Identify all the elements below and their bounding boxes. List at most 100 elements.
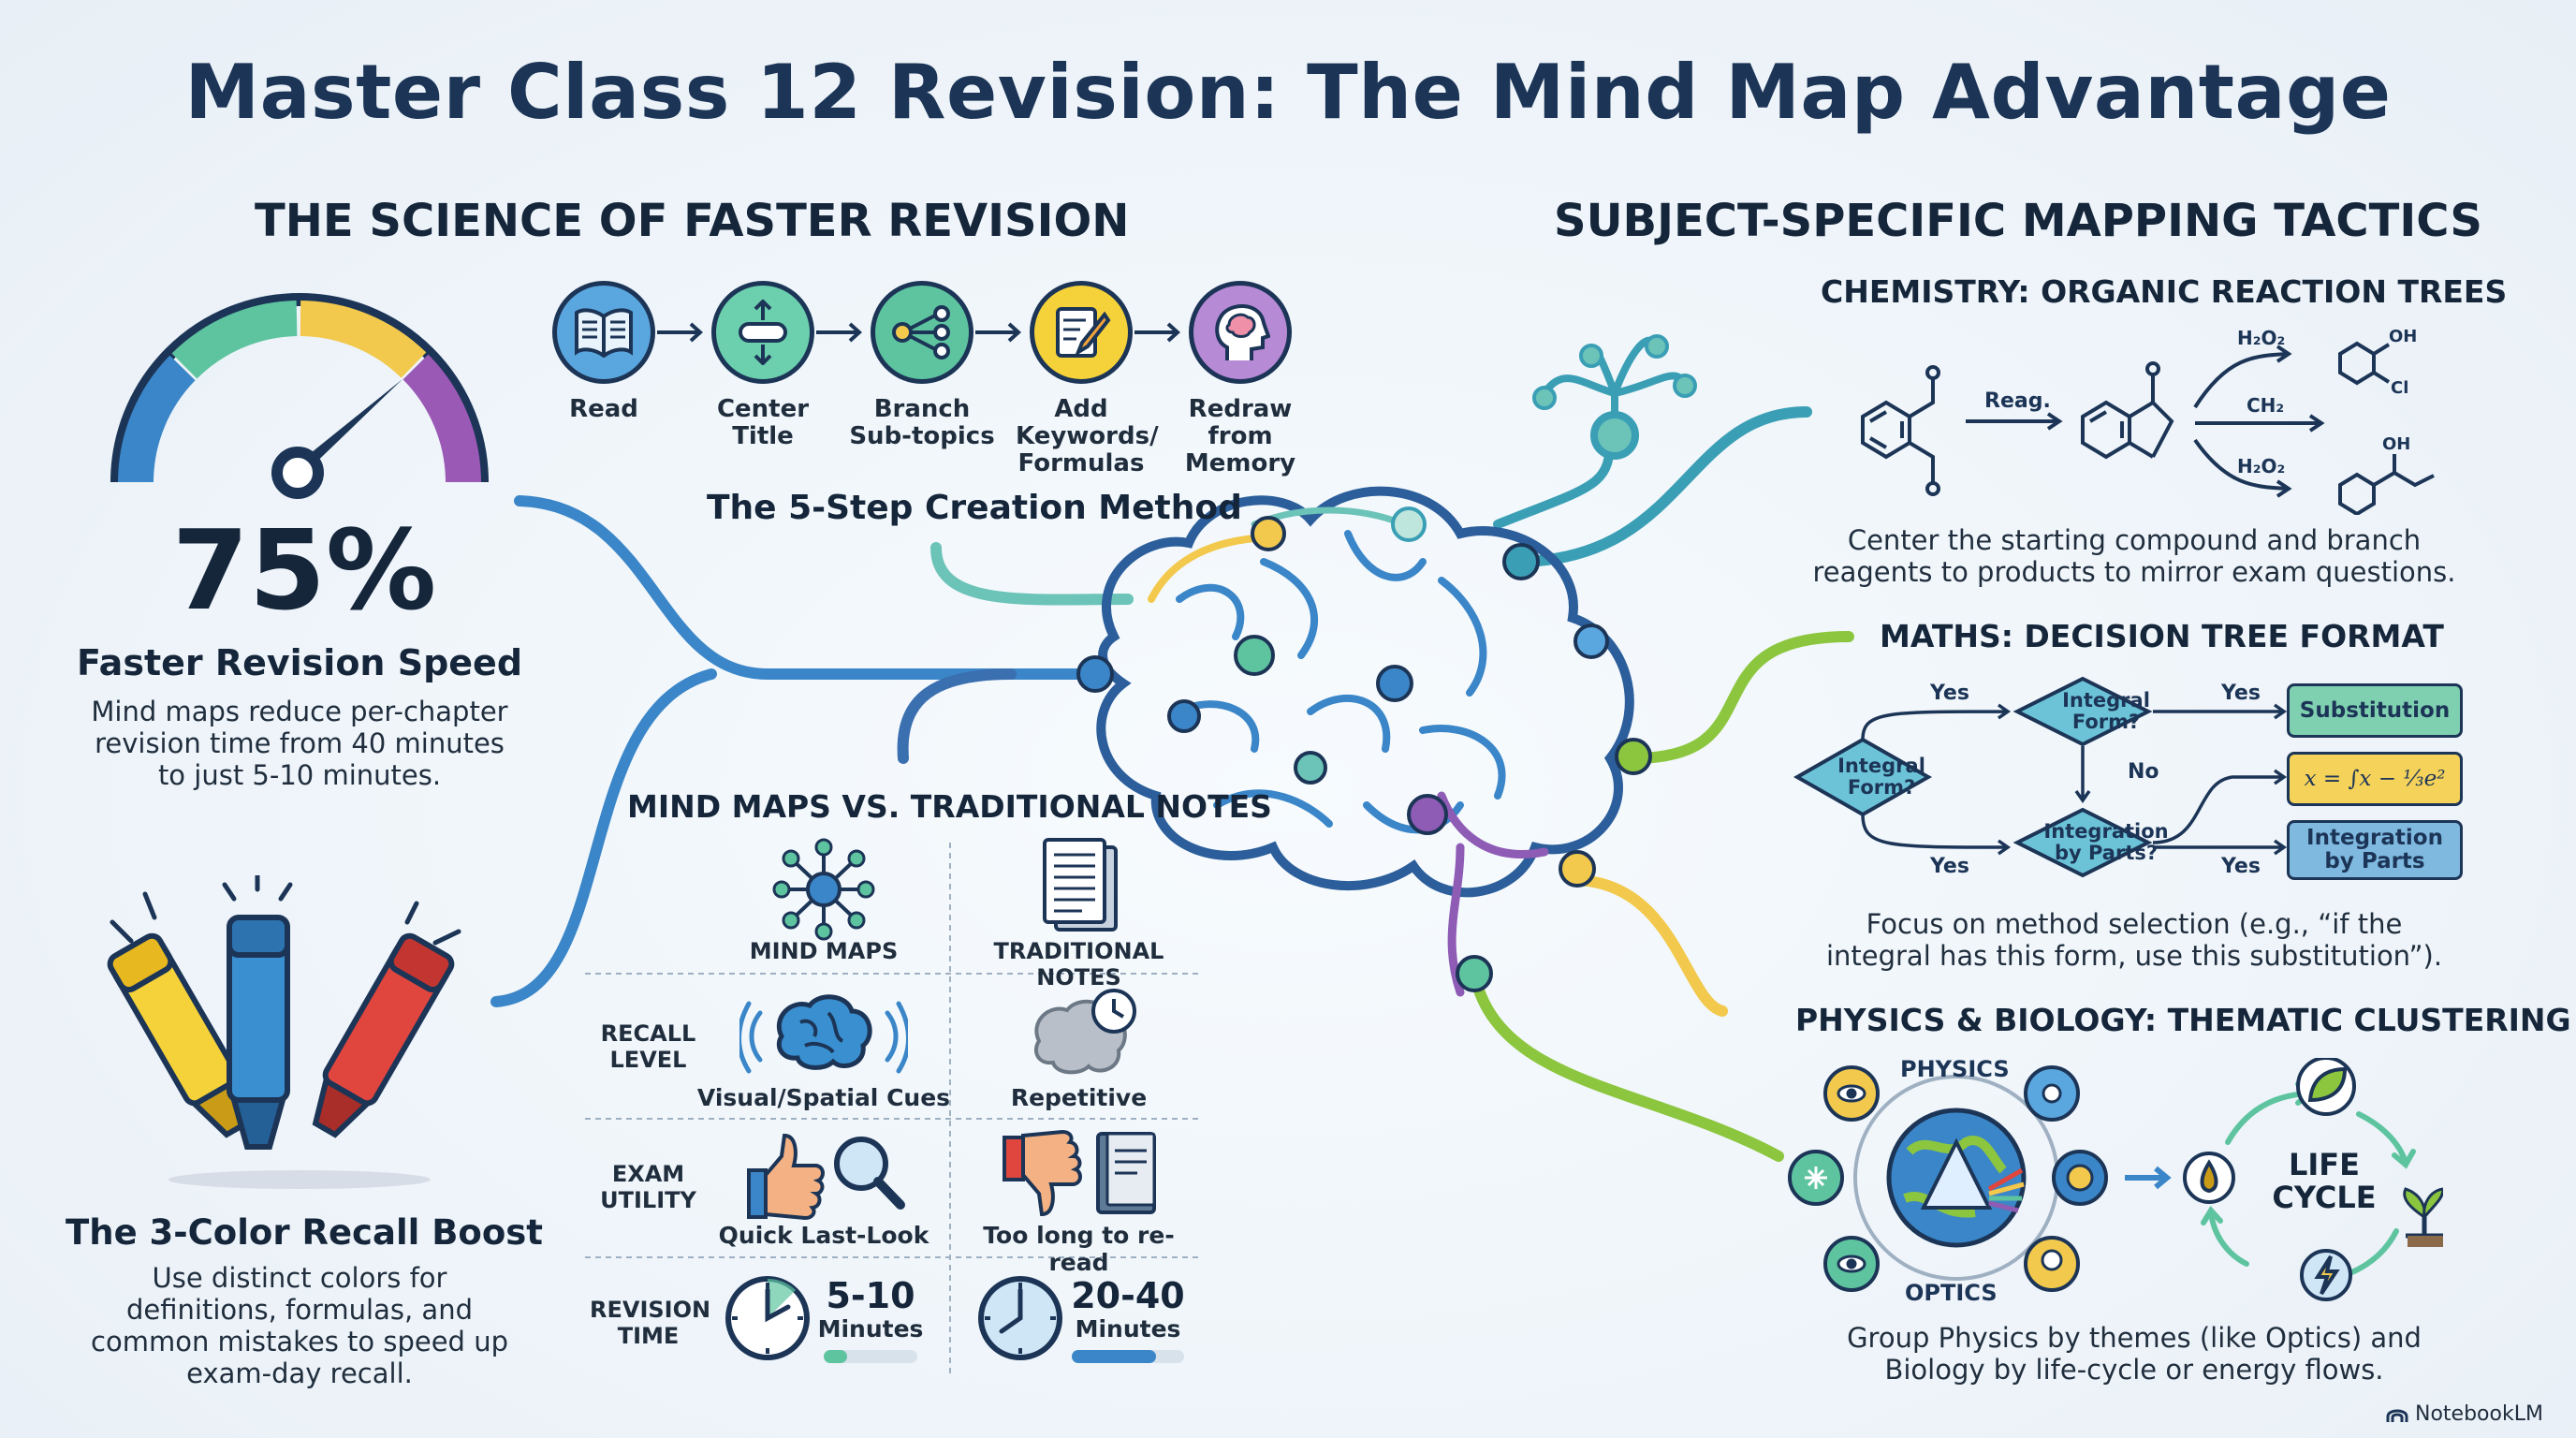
optics-label: OPTICS [1905, 1280, 1998, 1306]
maths-out-formula: x = ∫x − ⅓e² [2287, 752, 2463, 806]
step-redraw-label: Redraw from Memory [1184, 395, 1296, 477]
maths-description: Focus on method selection (e.g., “if the… [1825, 908, 2443, 972]
row-revision-time: REVISION TIME [590, 1297, 711, 1349]
connector-steps [930, 542, 1134, 606]
thumbs-up-magnifier-icon [747, 1133, 905, 1221]
step-read [552, 281, 655, 384]
mind-map-icon [772, 838, 875, 941]
edge-no: No [2128, 760, 2159, 784]
product-1-oh: OH [2389, 327, 2417, 346]
step-redraw [1189, 281, 1292, 384]
red-highlighter [312, 932, 455, 1138]
thumbs-down-book-icon [1003, 1129, 1156, 1217]
speedometer-gauge [110, 293, 489, 499]
brand-logo: NotebookLM [2385, 1402, 2543, 1426]
brain-waves-icon [739, 994, 908, 1074]
mind-clock-icon [725, 1276, 810, 1360]
edge-yes-2: Yes [2221, 682, 2261, 705]
utility-traditional: Too long to re-read [983, 1222, 1175, 1276]
connector-comparison [897, 668, 1017, 764]
connector-gauge [514, 495, 1101, 680]
notebooklm-icon [2386, 1409, 2408, 1422]
center-title-icon [739, 300, 787, 365]
chem-description: Center the starting compound and branch … [1812, 524, 2456, 588]
gauge-description: Mind maps reduce per-chapter revision ti… [91, 696, 508, 791]
row-exam-utility: EXAM UTILITY [600, 1161, 696, 1213]
maths-q2-node: Integration by Parts? [2043, 820, 2169, 864]
edge-yes-3: Yes [1930, 855, 1969, 878]
column-mind-maps: MIND MAPS [749, 938, 899, 964]
reagent-label: Reag. [1984, 389, 2051, 413]
mind-time-bar-fill [824, 1350, 847, 1363]
trad-time-bar-fill [1072, 1350, 1156, 1363]
right-section-heading: SUBJECT-SPECIFIC MAPPING TACTICS [1554, 195, 2482, 247]
recall-mind-maps: Visual/Spatial Cues [696, 1084, 951, 1111]
document-icon [1043, 838, 1118, 932]
gauge-segment-4 [402, 354, 481, 483]
step-branch-label: Branch Sub-topics [849, 395, 995, 450]
lens-icon [2066, 1164, 2094, 1192]
gauge-needle [292, 379, 402, 476]
thematic-cluster-diagram [1788, 1058, 2443, 1301]
life-cycle-label-1: LIFE [2288, 1147, 2360, 1182]
mind-time-unit: Minutes [817, 1315, 924, 1343]
connector-physbio-2 [1469, 968, 1784, 1162]
step-add-keywords [1030, 281, 1133, 384]
steps-caption: The 5-Step Creation Method [707, 489, 1242, 527]
branch-3-label: H₂O₂ [2237, 455, 2285, 477]
maths-q1-node: Integral Form? [2062, 689, 2150, 733]
connector-physbio [1567, 874, 1728, 1017]
recall-traditional: Repetitive [1010, 1084, 1148, 1111]
trad-time-unit: Minutes [1075, 1315, 1181, 1343]
gauge-label: Faster Revision Speed [76, 642, 523, 683]
chem-heading: CHEMISTRY: ORGANIC REACTION TREES [1821, 273, 2508, 310]
life-cycle-label-2: CYCLE [2272, 1180, 2377, 1215]
column-traditional-notes: TRADITIONAL NOTES [993, 938, 1164, 990]
product-1-cl: Cl [2391, 378, 2408, 398]
page-title: Master Class 12 Revision: The Mind Map A… [184, 49, 2392, 136]
physics-label: PHYSICS [1900, 1056, 2010, 1082]
tree-sprout [1532, 334, 1697, 460]
pencil-note-icon [1056, 307, 1111, 358]
head-brain-icon [1215, 303, 1270, 360]
bulb-icon [2041, 1249, 2063, 1271]
step-branch [871, 281, 973, 384]
maths-out-parts: Integration by Parts [2287, 820, 2463, 880]
branch-icon [892, 305, 950, 360]
trad-time-bar [1072, 1350, 1184, 1363]
trad-clock-icon [978, 1276, 1062, 1360]
comparison-grid [585, 843, 1198, 1376]
branch-1-label: H₂O₂ [2237, 327, 2285, 349]
connector-chem [1511, 406, 1812, 567]
physbio-heading: PHYSICS & BIOLOGY: THEMATIC CLUSTERING [1795, 1002, 2571, 1038]
blue-highlighter [227, 915, 290, 1150]
maths-out-substitution: Substitution [2287, 683, 2463, 738]
utility-mind-maps: Quick Last-Look [718, 1222, 929, 1249]
step-arrows [657, 322, 1180, 343]
decision-tree-diagram [1793, 676, 2288, 878]
steps-row: Read Center Title Branch Sub-topics Add … [548, 276, 1320, 482]
gauge-value: 75% [171, 506, 437, 635]
comparison-heading: MIND MAPS VS. TRADITIONAL NOTES [627, 788, 1272, 825]
brand-text: NotebookLM [2415, 1402, 2543, 1426]
book-icon [575, 308, 633, 358]
edge-yes-1: Yes [1930, 682, 1969, 705]
edge-yes-4: Yes [2221, 855, 2261, 878]
prism-icon [1920, 1137, 1993, 1210]
branch-2-label: CH₂ [2247, 394, 2284, 417]
trad-time-value: 20-40 [1071, 1275, 1185, 1316]
highlighters-icon [107, 875, 461, 1189]
gauge-segment-1 [118, 355, 196, 483]
row-recall-level: RECALL LEVEL [600, 1020, 696, 1073]
mind-time-value: 5-10 [826, 1275, 915, 1316]
left-section-heading: THE SCIENCE OF FASTER REVISION [255, 195, 1130, 247]
connector-maths [1628, 631, 1854, 764]
physbio-description: Group Physics by themes (like Optics) an… [1847, 1322, 2422, 1386]
step-add-keywords-label: Add Keywords/ Formulas [1016, 395, 1159, 477]
product-3-oh: OH [2382, 434, 2410, 454]
reaction-tree-diagram: Reag. H₂O₂ CH₂ H₂O₂ OH Cl OH [1861, 327, 2435, 515]
connector-highlighters [490, 668, 717, 1007]
color-boost-label: The 3-Color Recall Boost [66, 1212, 543, 1253]
maths-heading: MATHS: DECISION TREE FORMAT [1880, 618, 2444, 654]
